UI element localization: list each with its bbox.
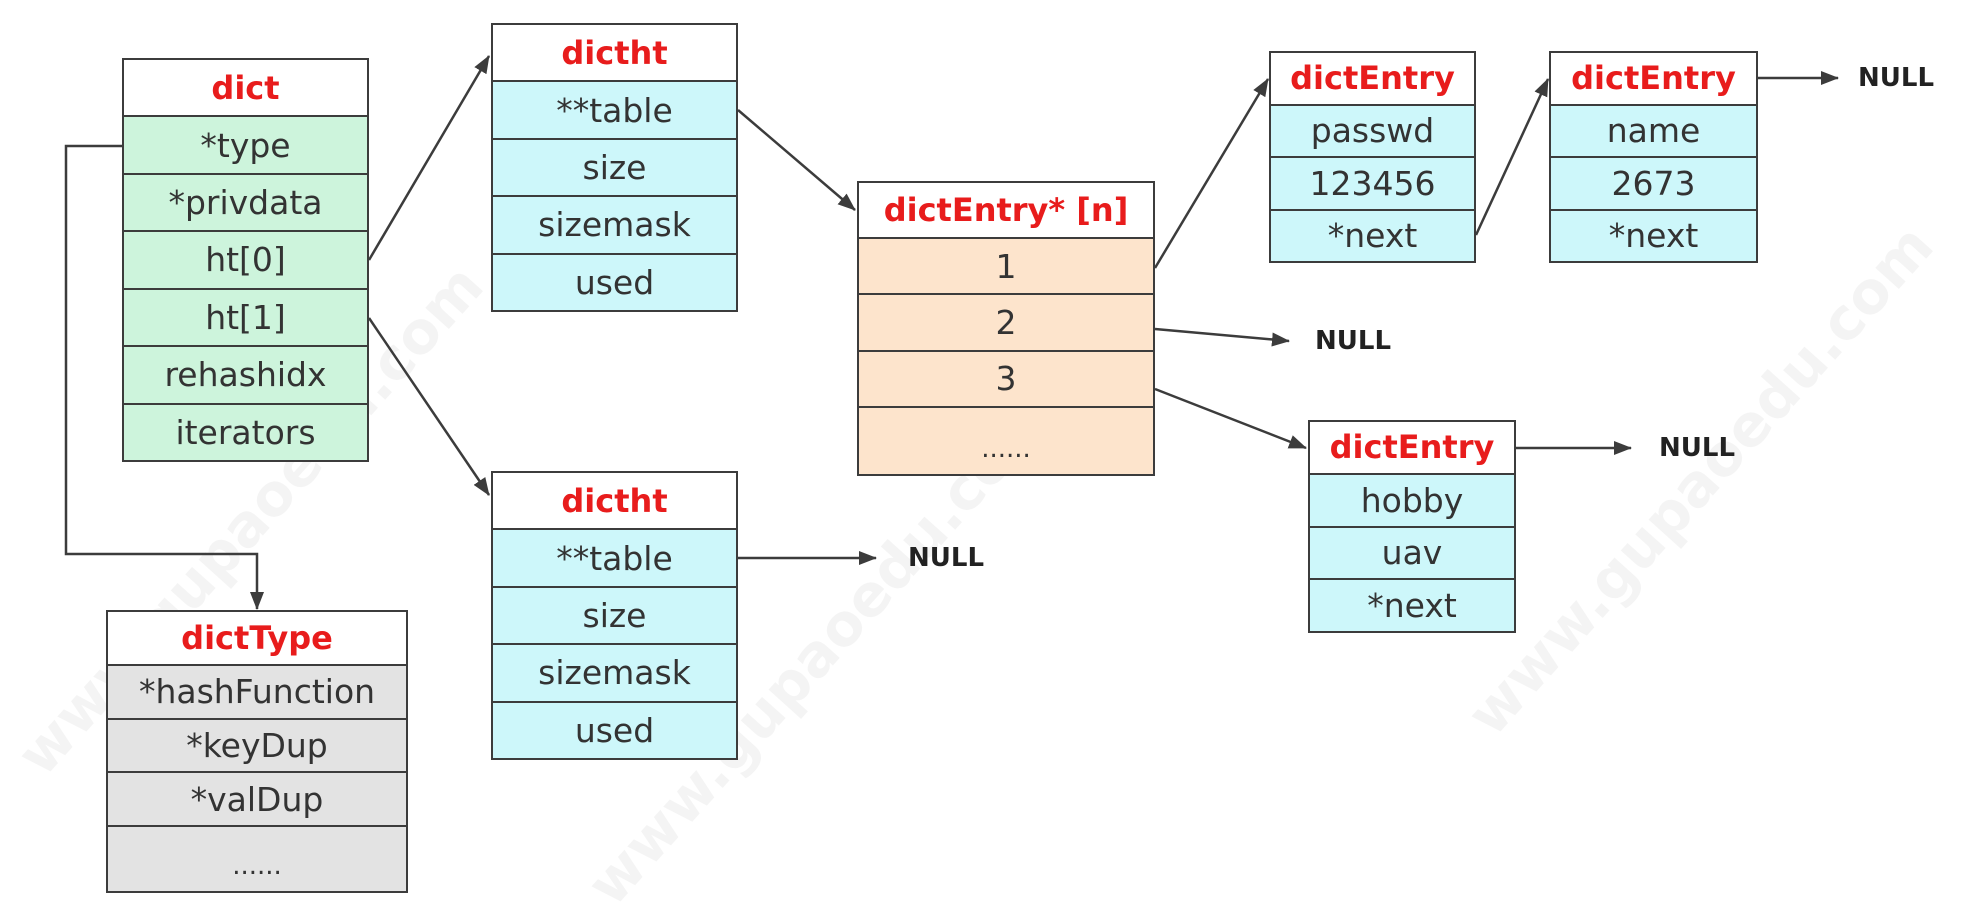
dict-field-iterators: iterators [124, 402, 367, 460]
dict-field-privdata: *privdata [124, 172, 367, 231]
dictht-0-title: dictht [493, 25, 736, 81]
dictht-1-field-used: used [493, 700, 736, 759]
dictht-1-title: dictht [493, 473, 736, 529]
null-label-entry-name: NULL [1858, 63, 1935, 93]
null-label-bucket-2: NULL [1315, 326, 1392, 356]
dict-field-ht0: ht[0] [124, 230, 367, 288]
dict-field-type: *type [124, 115, 367, 173]
dictht-0-field-table: **table [493, 80, 736, 138]
dict-struct: dict *type *privdata ht[0] ht[1] rehashi… [122, 58, 369, 462]
dicttype-field-ellipsis: ...... [108, 825, 406, 891]
arrow-bucket-2-to-null [1154, 327, 1290, 347]
dictentry-name-next: *next [1551, 208, 1756, 261]
dictentry-passwd-value: 123456 [1271, 156, 1474, 209]
dict-field-rehashidx: rehashidx [124, 345, 367, 403]
dictentry-hobby: dictEntry hobby uav *next [1308, 420, 1516, 633]
dictht-1-field-table: **table [493, 528, 736, 586]
dictentry-hobby-title: dictEntry [1310, 422, 1514, 473]
null-label-entry-hobby: NULL [1659, 433, 1736, 463]
dictentry-passwd-next: *next [1271, 208, 1474, 261]
bucket-ellipsis: ...... [859, 405, 1153, 475]
arrow-table-to-bucket-array [737, 109, 856, 211]
dictentry-passwd-title: dictEntry [1271, 53, 1474, 104]
dicttype-field-keydup: *keyDup [108, 717, 406, 772]
dictht-0-struct: dictht **table size sizemask used [491, 23, 738, 312]
dictentry-hobby-value: uav [1310, 525, 1514, 579]
dictentry-passwd-key: passwd [1271, 103, 1474, 156]
bucket-array: dictEntry* [n] 1 2 3 ...... [857, 181, 1155, 476]
dictht-0-field-sizemask: sizemask [493, 195, 736, 253]
dictht-1-field-size: size [493, 585, 736, 644]
bucket-array-title: dictEntry* [n] [859, 183, 1153, 238]
dicttype-field-valdup: *valDup [108, 771, 406, 826]
dictht-1-field-sizemask: sizemask [493, 643, 736, 701]
dict-title: dict [124, 60, 367, 116]
arrow-ht1-to-dictht-1 [367, 317, 491, 496]
dicttype-field-hashfunction: *hashFunction [108, 663, 406, 718]
dictentry-passwd: dictEntry passwd 123456 *next [1269, 51, 1476, 263]
dicttype-struct: dictType *hashFunction *keyDup *valDup .… [106, 610, 408, 893]
dictht-1-struct: dictht **table size sizemask used [491, 471, 738, 760]
dictht-0-field-used: used [493, 252, 736, 311]
dictentry-name-value: 2673 [1551, 156, 1756, 209]
dict-field-ht1: ht[1] [124, 287, 367, 346]
dictentry-hobby-key: hobby [1310, 472, 1514, 526]
bucket-1: 1 [859, 237, 1153, 294]
dictentry-name-title: dictEntry [1551, 53, 1756, 104]
dicttype-title: dictType [108, 612, 406, 664]
dictentry-name: dictEntry name 2673 *next [1549, 51, 1758, 263]
arrow-passwd-next-to-dictentry-name [1474, 78, 1550, 236]
dictht-0-field-size: size [493, 137, 736, 196]
arrow-bucket-3-to-dictentry-hobby [1154, 387, 1307, 450]
arrow-bucket-1-to-dictentry-passwd [1153, 78, 1270, 269]
dictentry-hobby-next: *next [1310, 578, 1514, 631]
null-label-dictht-1-table: NULL [908, 543, 985, 573]
bucket-2: 2 [859, 293, 1153, 350]
arrow-ht0-to-dictht-0 [367, 55, 491, 261]
watermark-text: www.gupaoedu.com [1454, 212, 1947, 749]
bucket-3: 3 [859, 349, 1153, 406]
dictentry-name-key: name [1551, 103, 1756, 156]
